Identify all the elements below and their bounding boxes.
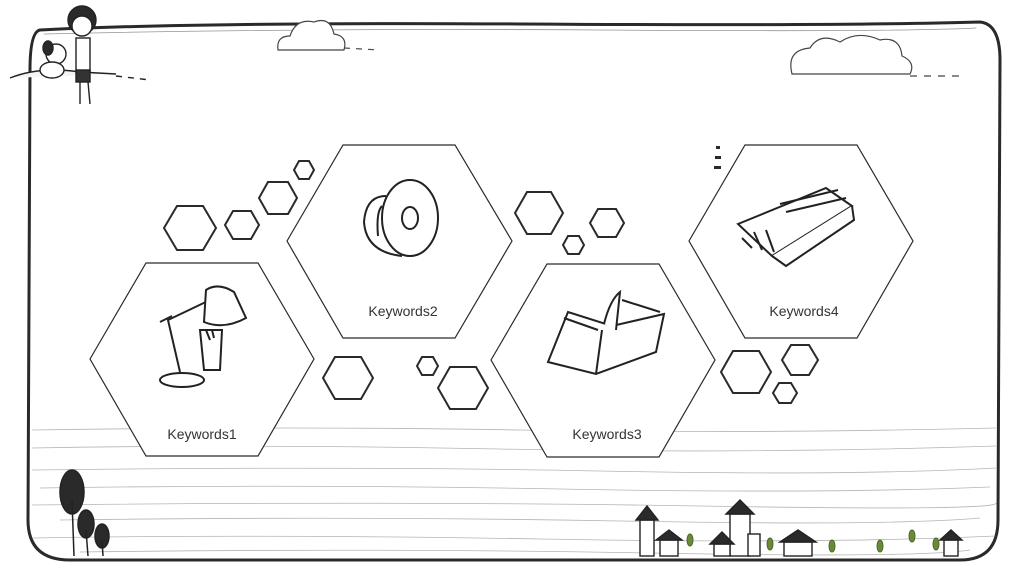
keyword-3-label: Keywords3 [572,426,642,442]
small-hexagons [162,160,820,410]
trees-icon [59,469,110,557]
cloud-icon [790,34,960,77]
desk-lamp-icon [159,285,248,388]
keyword-4-label: Keywords4 [769,303,839,319]
tiny-marks [714,146,721,169]
keyword-2-label: Keywords2 [368,303,438,319]
open-book-icon [546,289,666,376]
keyword-1-label: Keywords1 [167,426,237,442]
crayon-box-icon [736,186,856,268]
ribbon-roll-icon [362,179,439,257]
sprout-icons [686,529,940,553]
cloud-icon [277,19,381,51]
village-houses-icon [634,499,964,557]
girl-and-dog-icon [9,5,151,105]
